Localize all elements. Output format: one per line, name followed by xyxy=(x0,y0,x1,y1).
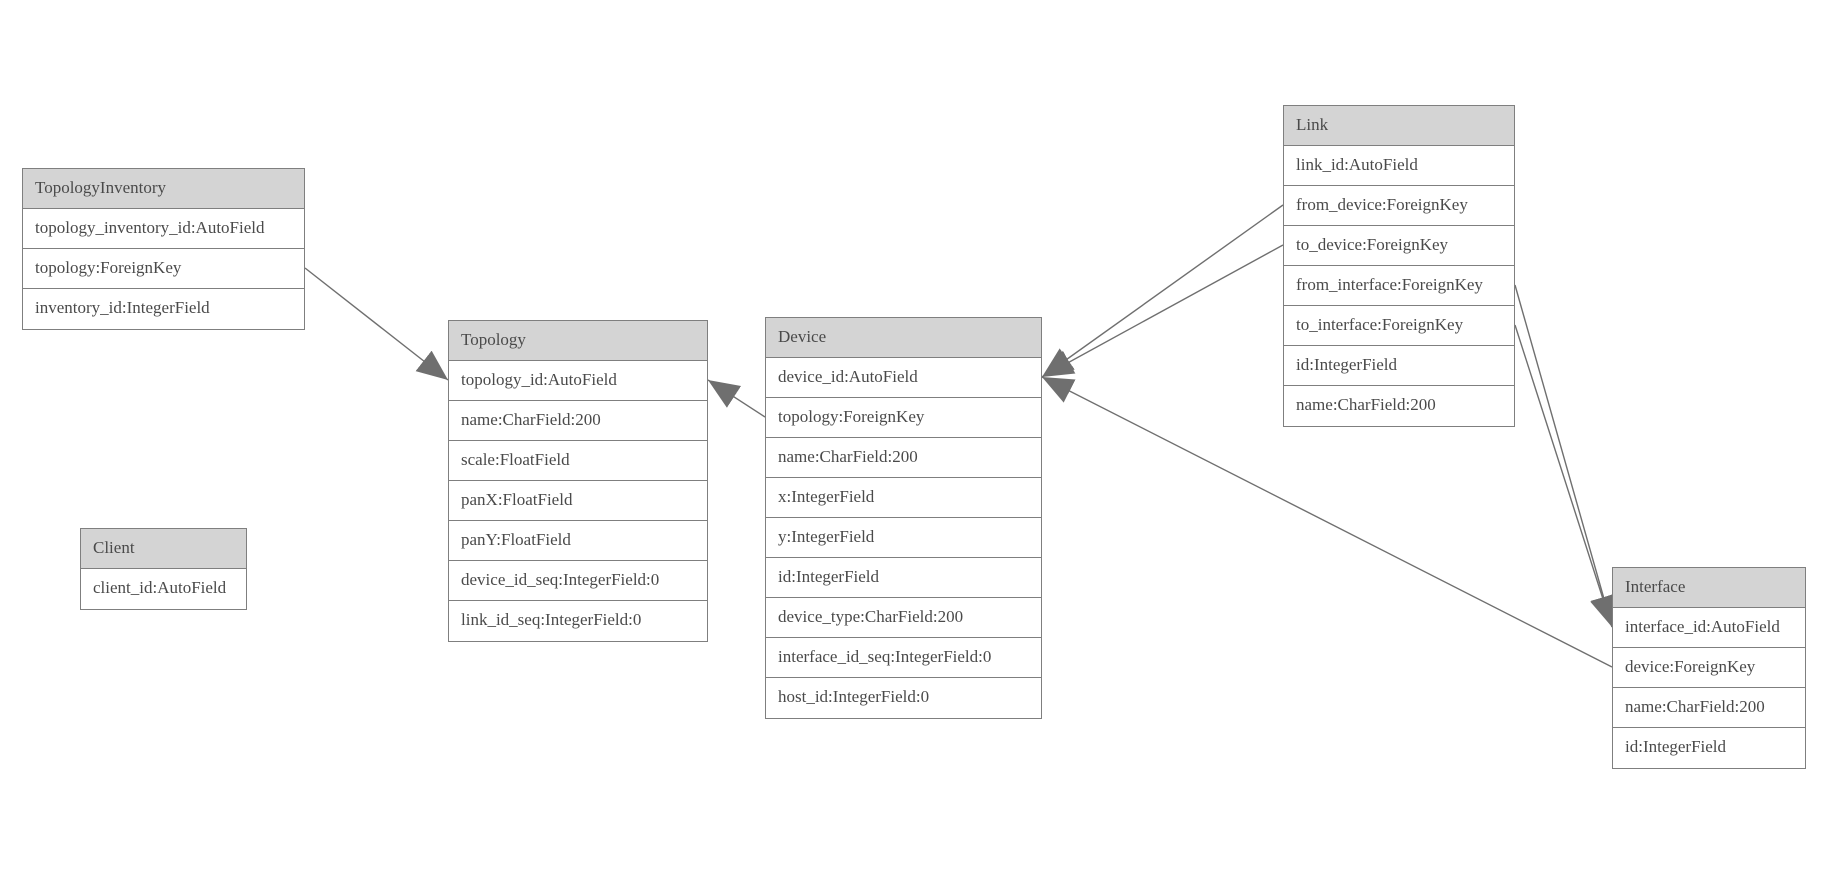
field-device-y: y:IntegerField xyxy=(766,518,1041,558)
field-device-device_id: device_id:AutoField xyxy=(766,358,1041,398)
field-topology-scale: scale:FloatField xyxy=(449,441,707,481)
field-link-id: id:IntegerField xyxy=(1284,346,1514,386)
field-link-name: name:CharField:200 xyxy=(1284,386,1514,426)
edge-Device-topology-to-topology xyxy=(707,379,766,418)
field-client-client_id: client_id:AutoField xyxy=(81,569,246,609)
field-link-to_interface: to_interface:ForeignKey xyxy=(1284,306,1514,346)
entity-title-topology: Topology xyxy=(449,321,707,361)
field-interface-id: id:IntegerField xyxy=(1613,728,1805,768)
field-device-interface_id_seq: interface_id_seq:IntegerField:0 xyxy=(766,638,1041,678)
edge-Link-from_device-to-device xyxy=(1041,204,1284,378)
field-device-host_id: host_id:IntegerField:0 xyxy=(766,678,1041,718)
entity-title-client: Client xyxy=(81,529,246,569)
entity-title-device: Device xyxy=(766,318,1041,358)
field-topologyinventory-topology_inventory_id: topology_inventory_id:AutoField xyxy=(23,209,304,249)
field-link-link_id: link_id:AutoField xyxy=(1284,146,1514,186)
field-device-name: name:CharField:200 xyxy=(766,438,1041,478)
entity-title-topologyinventory: TopologyInventory xyxy=(23,169,304,209)
field-topologyinventory-inventory_id: inventory_id:IntegerField xyxy=(23,289,304,329)
field-topologyinventory-topology: topology:ForeignKey xyxy=(23,249,304,289)
field-interface-name: name:CharField:200 xyxy=(1613,688,1805,728)
field-topology-device_id_seq: device_id_seq:IntegerField:0 xyxy=(449,561,707,601)
edge-Link-from_interface-to-interface xyxy=(1514,284,1617,628)
field-device-topology: topology:ForeignKey xyxy=(766,398,1041,438)
field-device-x: x:IntegerField xyxy=(766,478,1041,518)
edge-Interface-device-to-device xyxy=(1041,376,1613,668)
field-interface-device: device:ForeignKey xyxy=(1613,648,1805,688)
edge-Link-to_interface-to-interface xyxy=(1514,324,1615,628)
field-link-from_device: from_device:ForeignKey xyxy=(1284,186,1514,226)
entity-title-link: Link xyxy=(1284,106,1514,146)
field-link-to_device: to_device:ForeignKey xyxy=(1284,226,1514,266)
entity-title-interface: Interface xyxy=(1613,568,1805,608)
field-link-from_interface: from_interface:ForeignKey xyxy=(1284,266,1514,306)
field-topology-name: name:CharField:200 xyxy=(449,401,707,441)
edge-TopologyInventory-topology-to-topology xyxy=(304,267,449,381)
field-topology-link_id_seq: link_id_seq:IntegerField:0 xyxy=(449,601,707,641)
field-device-device_type: device_type:CharField:200 xyxy=(766,598,1041,638)
field-topology-panY: panY:FloatField xyxy=(449,521,707,561)
edge-Link-to_device-to-device xyxy=(1041,244,1284,378)
field-device-id: id:IntegerField xyxy=(766,558,1041,598)
field-topology-topology_id: topology_id:AutoField xyxy=(449,361,707,401)
field-interface-interface_id: interface_id:AutoField xyxy=(1613,608,1805,648)
field-topology-panX: panX:FloatField xyxy=(449,481,707,521)
